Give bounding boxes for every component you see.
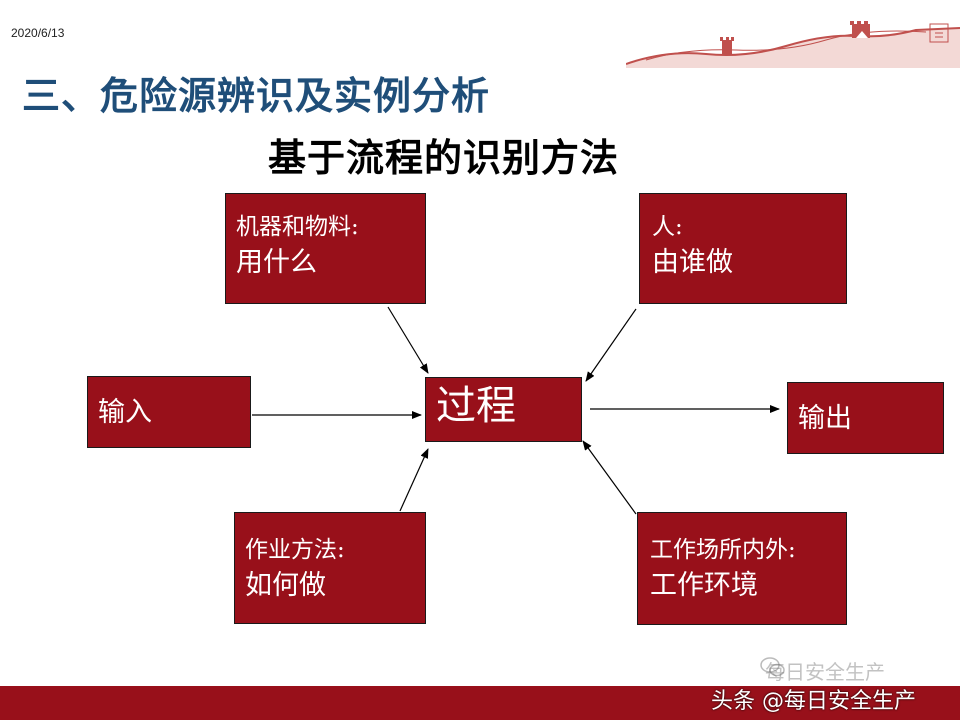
slide-date: 2020/6/13 <box>11 26 65 40</box>
process-box: 过程 <box>425 377 582 442</box>
work-environment-label: 工作场所内外: <box>650 537 796 563</box>
work-method-box: 作业方法: 如何做 <box>234 512 426 624</box>
input-label: 输入 <box>98 397 152 428</box>
watermark-faint-text: 每日安全生产 <box>765 660 885 684</box>
process-label: 过程 <box>436 383 516 429</box>
people-question: 由谁做 <box>652 247 733 278</box>
arrow-machine-to-process <box>387 306 429 374</box>
watermark-text: 头条 @每日安全生产 <box>711 689 916 714</box>
machine-material-question: 用什么 <box>236 247 317 278</box>
output-label: 输出 <box>798 403 852 434</box>
machine-material-label: 机器和物料: <box>236 214 359 240</box>
work-method-label: 作业方法: <box>245 537 345 563</box>
diagram-title: 基于流程的识别方法 <box>268 136 620 180</box>
work-environment-question: 工作环境 <box>650 570 758 601</box>
arrow-method-to-process <box>399 448 429 512</box>
output-box: 输出 <box>787 382 944 454</box>
great-wall-illustration <box>626 21 960 68</box>
people-label: 人: <box>652 214 683 240</box>
work-environment-box: 工作场所内外: 工作环境 <box>637 512 847 625</box>
people-box: 人: 由谁做 <box>639 193 847 304</box>
arrow-environment-to-process <box>582 440 637 515</box>
input-box: 输入 <box>87 376 251 448</box>
work-method-question: 如何做 <box>245 570 326 601</box>
machine-material-box: 机器和物料: 用什么 <box>225 193 426 304</box>
footer-bar <box>0 686 960 720</box>
slide-title: 三、危险源辨识及实例分析 <box>22 74 491 118</box>
wechat-logo-icon <box>760 657 785 677</box>
arrow-people-to-process <box>585 308 637 382</box>
